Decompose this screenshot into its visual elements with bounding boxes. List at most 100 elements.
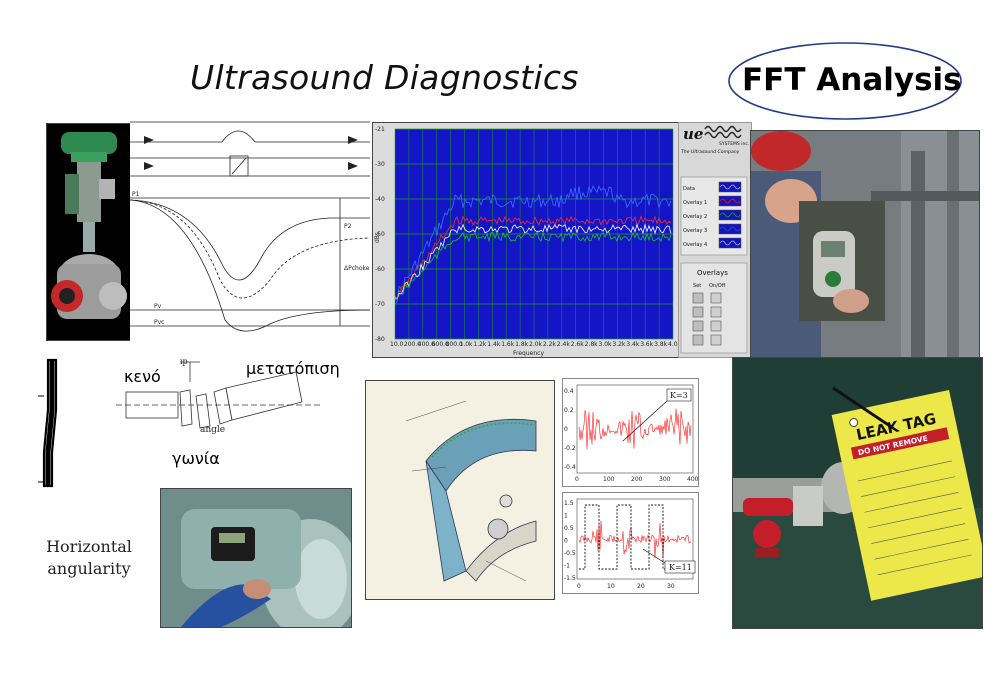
- k11-label: K=11: [669, 563, 692, 572]
- vibration-meter-on-motor-photo: [160, 488, 352, 628]
- angle-small-label: angle: [200, 425, 225, 435]
- spectrum-x-tick: 3.4k: [626, 341, 640, 348]
- spectrum-x-tick: 800.0: [446, 341, 463, 348]
- ue-wave-logo-icon: [704, 125, 742, 139]
- pressure-recovery-diagram: P1 P2 Pv Pvc ΔPchoke: [130, 110, 370, 342]
- sig1-y-tick: -0.2: [564, 445, 576, 452]
- p2-label: P2: [344, 223, 352, 230]
- sig1-x-tick: 200: [631, 476, 643, 483]
- leak-tag-photo: LEAK TAG DO NOT REMOVE: [732, 357, 983, 629]
- spectrum-x-tick: 4.0k: [668, 341, 680, 348]
- overlay-onoff-button[interactable]: [710, 292, 722, 304]
- overlay-onoff-button[interactable]: [710, 320, 722, 332]
- overlay-onoff-button[interactable]: [710, 306, 722, 318]
- spectrum-x-tick: 2.4k: [557, 341, 571, 348]
- overlays-title: Overlays: [697, 269, 728, 277]
- sig2-y-tick: -1.5: [564, 575, 576, 582]
- sig2-y-tick: -0.5: [564, 550, 576, 557]
- onoff-label: On/Off: [709, 283, 726, 289]
- angle-label: γωνία: [172, 449, 220, 468]
- pv-label: Pv: [154, 303, 162, 310]
- shaft-alignment-diagram: κενό μετατόπιση angle ıp γωνία: [38, 357, 340, 488]
- technician-with-detector-photo: [750, 130, 980, 358]
- gap-label: κενό: [124, 367, 161, 386]
- overlay-set-button[interactable]: [692, 292, 704, 304]
- sig1-y-tick: -0.4: [564, 464, 576, 471]
- spectrum-y-tick: -50: [375, 231, 385, 238]
- sig2-y-tick: 1.5: [564, 500, 574, 507]
- legend-entry: Data: [683, 186, 695, 192]
- sig2-y-tick: 0: [564, 538, 568, 545]
- sig2-x-tick: 30: [667, 583, 675, 590]
- legend-wave-icon: [719, 240, 741, 246]
- spectrum-x-tick: 600.0: [432, 341, 449, 348]
- overlay-set-button[interactable]: [692, 306, 704, 318]
- vibration-signal-plot-k11: 1.5 1 0.5 0 -0.5 -1 -1.5 0 10 20 30 K=11: [562, 492, 699, 594]
- dp-choke-label: ΔPchoke: [344, 265, 370, 272]
- sig2-y-tick: -1: [564, 563, 570, 570]
- offset-label: μετατόπιση: [246, 359, 340, 378]
- spectrum-x-tick: 2.6k: [571, 341, 585, 348]
- spectrum-series-line: [394, 215, 672, 301]
- spectrum-x-tick: 3.2k: [612, 341, 626, 348]
- fft-title-ellipse: [728, 42, 962, 120]
- k3-signal-trace: [578, 408, 692, 450]
- legend-entry: Overlay 4: [683, 242, 707, 248]
- ue-brand: ue: [683, 125, 703, 143]
- spectrum-x-tick: 10.0: [390, 341, 404, 348]
- spectrum-x-axis-label: Frequency: [513, 350, 544, 357]
- k3-label: K=3: [670, 391, 688, 400]
- legend-wave-icon: [719, 198, 741, 204]
- legend-wave-icon: [719, 226, 741, 232]
- spectrum-series-line: [394, 230, 672, 301]
- spectrum-y-tick: -70: [375, 301, 385, 308]
- fft-analysis-title: FFT Analysis: [742, 62, 962, 98]
- slewing-bearing-drawing: [365, 380, 555, 600]
- overlay-set-button[interactable]: [692, 320, 704, 332]
- k11-signal-trace: [578, 520, 692, 559]
- spectrum-x-tick: 200.0: [404, 341, 421, 348]
- spectrum-y-tick: -21: [375, 126, 385, 133]
- spectrum-x-tick: 400.0: [418, 341, 435, 348]
- spectrum-x-tick: 3.8k: [654, 341, 668, 348]
- spectrum-series-line: [394, 223, 672, 300]
- ue-tagline: The Ultrasound Company: [681, 149, 740, 155]
- pvc-label: Pvc: [154, 319, 164, 326]
- sig2-y-tick: 1: [564, 513, 568, 520]
- sig1-y-tick: 0.2: [564, 407, 574, 414]
- spectrum-x-tick: 1.8k: [515, 341, 529, 348]
- spectrum-y-axis-label: dBs: [374, 232, 381, 243]
- spectrum-y-tick: -40: [375, 196, 385, 203]
- spectrum-y-tick: -60: [375, 266, 385, 273]
- legend-entry: Overlay 3: [683, 228, 707, 234]
- spectrum-x-tick: 2.2k: [543, 341, 557, 348]
- sig2-x-tick: 0: [577, 583, 581, 590]
- ue-brand-sub: SYSTEMS inc.: [719, 141, 749, 147]
- sig1-y-tick: 0.4: [564, 388, 574, 395]
- overlay-set-button[interactable]: [692, 334, 704, 346]
- sig1-y-tick: 0: [564, 426, 568, 433]
- horizontal-angularity-shafts: [38, 358, 58, 488]
- sig2-y-tick: 0.5: [564, 525, 574, 532]
- sig1-x-tick: 0: [575, 476, 579, 483]
- horizontal-angularity-caption: Horizontal angularity: [34, 536, 144, 580]
- sig1-x-tick: 100: [603, 476, 615, 483]
- spectrum-x-tick: 3.6k: [640, 341, 654, 348]
- p1-label: P1: [132, 191, 140, 198]
- overlay-onoff-button[interactable]: [710, 334, 722, 346]
- spectrum-x-tick: 2.8k: [585, 341, 599, 348]
- caption-line2: angularity: [47, 559, 131, 578]
- control-valve-photo: [46, 123, 132, 341]
- ue-systems-panel: ue SYSTEMS inc. The Ultrasound Company D…: [678, 122, 752, 358]
- hp-label: ıp: [180, 357, 188, 366]
- legend-entry: Overlay 2: [683, 214, 707, 220]
- sig2-x-tick: 20: [637, 583, 645, 590]
- legend-entry: Overlay 1: [683, 200, 707, 206]
- spectrum-x-tick: 1.0k: [460, 341, 474, 348]
- spectrum-x-tick: 1.4k: [487, 341, 501, 348]
- sig2-x-tick: 10: [607, 583, 615, 590]
- sig1-x-tick: 400: [687, 476, 699, 483]
- legend-wave-icon: [719, 184, 741, 190]
